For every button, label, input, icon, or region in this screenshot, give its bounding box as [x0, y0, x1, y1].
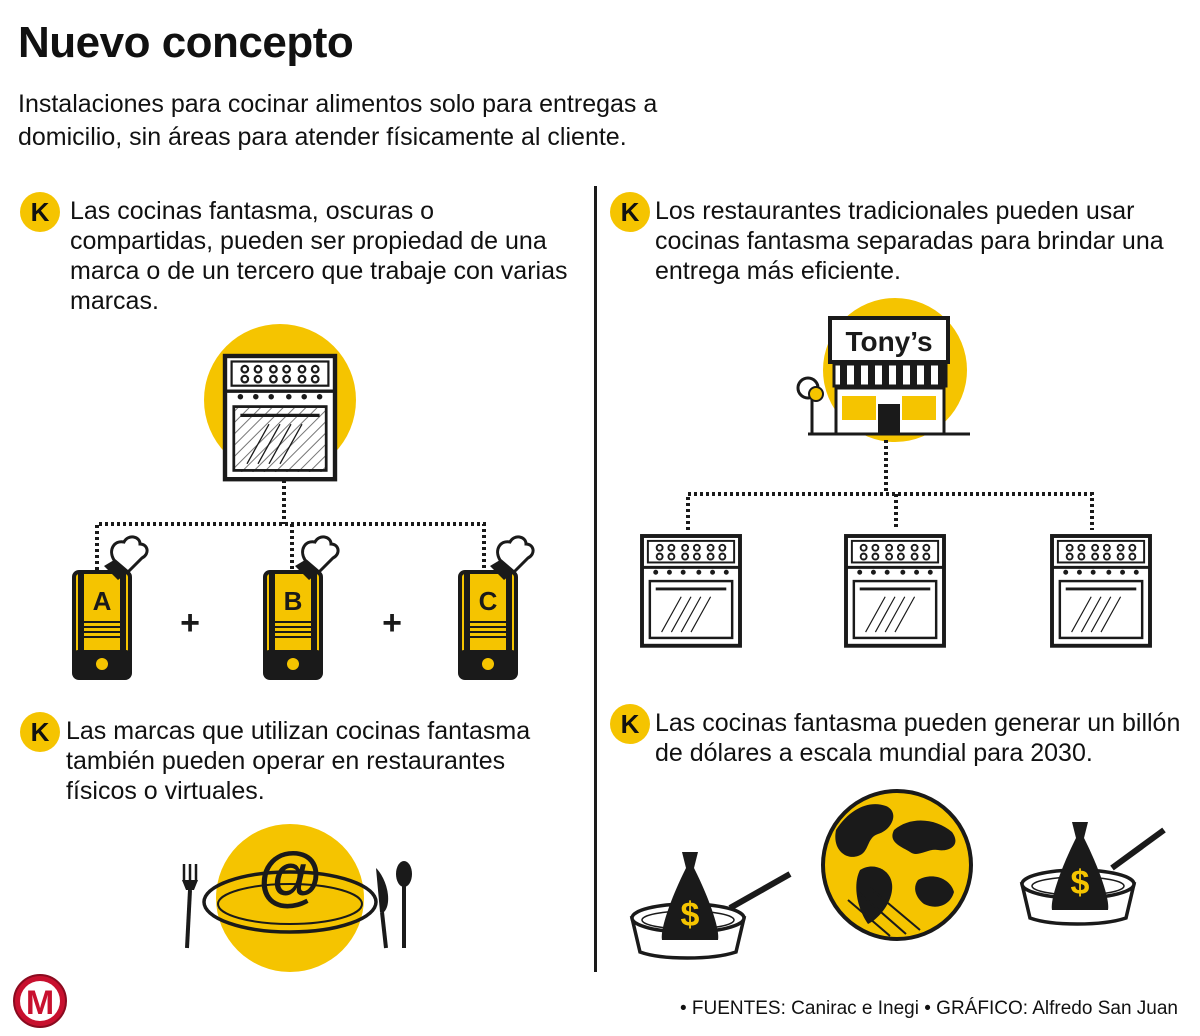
- dollar-sign: $: [1071, 864, 1090, 902]
- pan-with-money-right: $: [1020, 822, 1166, 926]
- at-symbol: @: [258, 838, 322, 912]
- point-1-text: Las cocinas fantasma, oscuras o comparti…: [70, 197, 568, 315]
- knife-icon: [376, 868, 389, 949]
- restaurant-illustration: Tony’s: [640, 298, 1152, 648]
- dotted-connector: [686, 440, 1094, 530]
- plate-icon: [202, 870, 378, 934]
- shared-kitchen-illustration: A + B + C: [72, 324, 535, 680]
- k-badge-1: K: [20, 192, 60, 232]
- stove-icon: [1050, 534, 1152, 648]
- stove-icon: [844, 534, 946, 648]
- point-4-text: Las cocinas fantasma pueden generar un b…: [655, 709, 1181, 767]
- tree-icon: [796, 376, 824, 434]
- brand-c: C: [458, 535, 535, 680]
- door-icon: [878, 404, 900, 434]
- milenio-logo: M: [13, 974, 67, 1028]
- k-badge-3: K: [20, 712, 60, 752]
- awning-icon: [832, 362, 948, 388]
- globe-icon: [821, 789, 973, 941]
- pan-with-money-left: $: [630, 852, 792, 960]
- k-badge-2: K: [610, 192, 650, 232]
- brand-a: A: [72, 535, 149, 680]
- point-3-text: Las marcas que utilizan cocinas fantasma…: [66, 717, 531, 805]
- page-subtitle: Instalaciones para cocinar alimentos sol…: [18, 90, 658, 151]
- dollar-sign: $: [681, 896, 700, 934]
- footer-credits: • FUENTES: Canirac e Inegi • GRÁFICO: Al…: [680, 998, 1178, 1019]
- fork-icon: [182, 864, 198, 949]
- brand-label-c: C: [479, 586, 498, 616]
- page-title: Nuevo concepto: [18, 18, 354, 67]
- brand-label-b: B: [284, 586, 303, 616]
- logo-letter: M: [26, 984, 54, 1022]
- online-plate-illustration: @: [182, 824, 412, 972]
- column-divider: [594, 186, 597, 972]
- dotted-connector: [95, 480, 486, 570]
- brand-b: B: [263, 535, 340, 680]
- global-revenue-illustration: $ $: [630, 789, 1166, 960]
- stove-icon: [640, 534, 742, 648]
- k-badge-4: K: [610, 704, 650, 744]
- plus-sign-2: +: [382, 604, 402, 642]
- spoon-icon: [396, 861, 412, 948]
- plus-sign-1: +: [180, 604, 200, 642]
- restaurant-sign: [828, 316, 950, 364]
- restaurant-name: Tony’s: [845, 326, 932, 357]
- yellow-blob: [216, 824, 364, 972]
- point-2-text: Los restaurantes tradicionales pueden us…: [655, 197, 1164, 285]
- brand-label-a: A: [93, 586, 112, 616]
